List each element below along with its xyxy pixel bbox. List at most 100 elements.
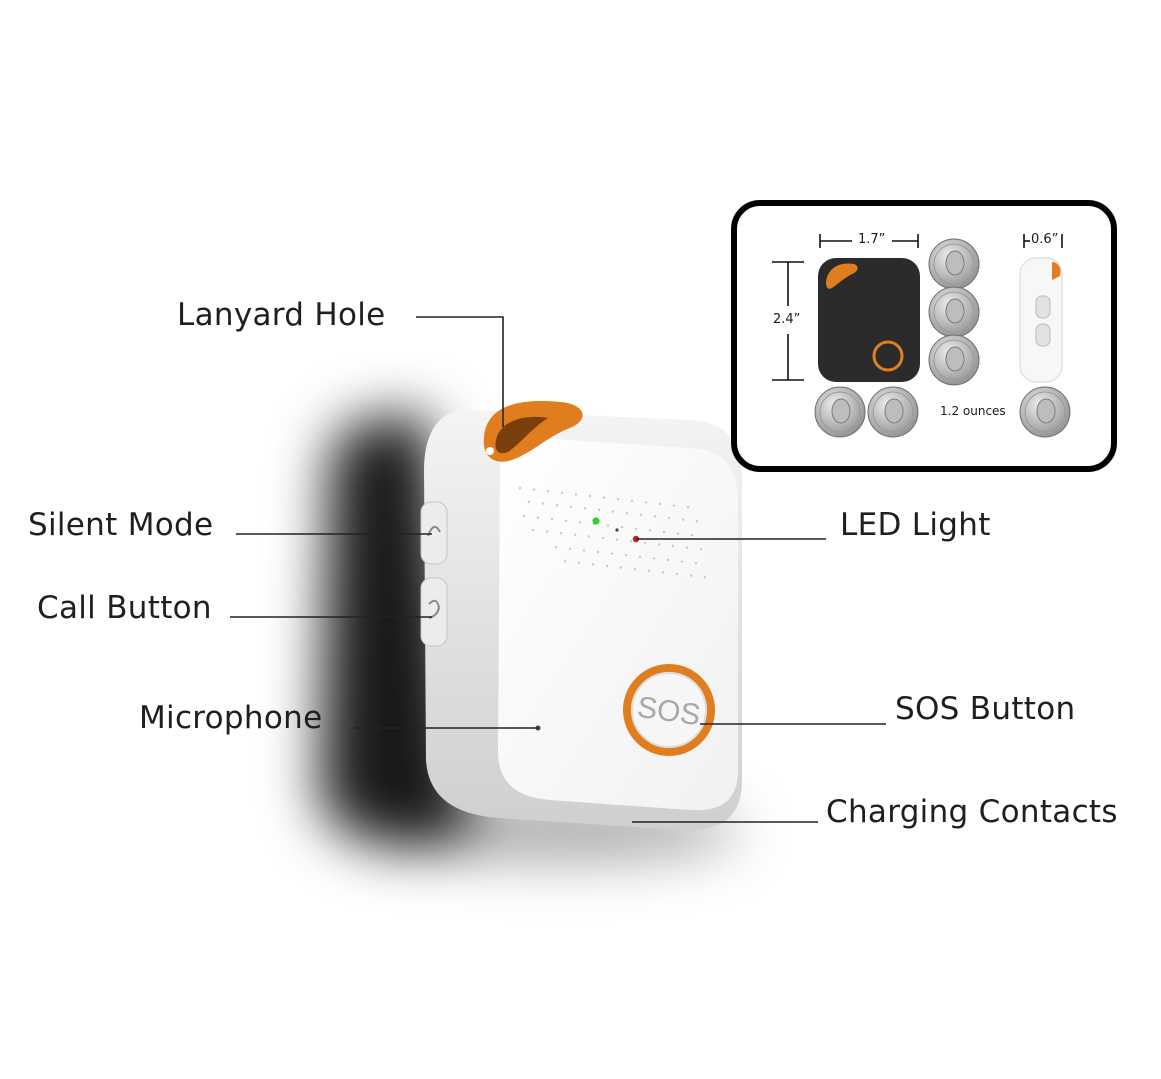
grille-dot: [690, 534, 694, 537]
grille-dot: [653, 515, 657, 518]
grille-dot: [689, 574, 693, 577]
grille-dot: [606, 524, 610, 527]
grille-dot: [541, 502, 545, 505]
grille-dot: [596, 550, 600, 554]
grille-dot: [644, 501, 648, 504]
grille-dot: [667, 516, 671, 520]
grille-dot: [658, 502, 662, 506]
grille-dot: [588, 494, 592, 498]
led-dot: [615, 528, 619, 532]
grille-dot: [681, 518, 685, 521]
grille-dot: [699, 548, 703, 551]
grille-dot: [605, 564, 609, 568]
grille-dot: [555, 504, 559, 507]
grille-dot: [629, 540, 633, 543]
lanyard-hole-label: Lanyard Hole: [177, 297, 386, 333]
lanyard-hole: [483, 400, 583, 462]
grille-dot: [583, 507, 587, 510]
call-button-label: Call Button: [37, 590, 212, 626]
grille-dot: [620, 526, 624, 529]
grille-dot: [630, 499, 634, 502]
grille-dot: [661, 571, 665, 574]
grille-dot: [569, 505, 573, 508]
grille-dot: [546, 490, 550, 493]
grille-dot: [672, 504, 676, 507]
led-light-label: LED Light: [840, 507, 991, 543]
quarter-coin: [814, 386, 866, 438]
grille-dot: [573, 533, 577, 536]
grille-dot: [625, 512, 629, 515]
grille-dot: [694, 562, 698, 565]
grille-dot: [560, 491, 564, 494]
grille-dot: [619, 566, 623, 569]
grille-dot: [518, 486, 522, 490]
inset-front-view: [818, 258, 920, 382]
grille-dot: [662, 530, 666, 534]
grille-dot: [675, 572, 679, 576]
grille-dot: [703, 576, 707, 579]
device-face: [498, 438, 738, 811]
grille-dot: [577, 561, 581, 564]
inset-depth-label: 0.6”: [1031, 232, 1059, 247]
grille-dot: [527, 500, 531, 504]
grille-dot: [695, 520, 699, 523]
grille-dot: [536, 516, 540, 519]
quarter-coin: [867, 386, 919, 438]
grille-dot: [545, 530, 549, 533]
grille-dot: [685, 546, 689, 549]
size-inset: [731, 200, 1117, 472]
leader-lines: [230, 316, 886, 823]
grille-dot: [531, 528, 535, 532]
grille-dot: [666, 558, 670, 562]
quarter-coin: [928, 238, 980, 290]
lanyard-hole-leader: [416, 316, 504, 427]
grille-dot: [563, 560, 567, 563]
grille-dot: [554, 546, 558, 549]
silent-mode-label: Silent Mode: [28, 507, 214, 543]
inset-weight-label: 1.2 ounces: [940, 404, 1006, 418]
grille-dot: [574, 493, 578, 496]
grille-dot: [522, 514, 526, 518]
charging-contacts-label: Charging Contacts: [826, 794, 1118, 830]
grille-dot: [676, 532, 680, 535]
quarter-coins: [814, 238, 1071, 438]
grille-dot: [582, 549, 586, 552]
grille-dot: [634, 527, 638, 530]
grille-dot: [643, 541, 647, 544]
grille-dot: [671, 544, 675, 548]
grille-dot: [616, 498, 620, 501]
quarter-coin: [928, 286, 980, 338]
grille-dot: [602, 496, 606, 499]
sos-button-callout-label: SOS Button: [895, 691, 1076, 727]
grille-dot: [587, 535, 591, 538]
sos-button[interactable]: SOS: [623, 664, 715, 756]
grille-dot: [532, 488, 536, 491]
inset-width-label: 1.7”: [858, 232, 886, 247]
inset-height-label: 2.4”: [773, 312, 801, 327]
grille-dot: [597, 508, 601, 512]
grille-dot: [633, 568, 637, 571]
microphone-label: Microphone: [139, 700, 323, 736]
grille-dot: [578, 521, 582, 524]
grille-dot: [564, 519, 568, 522]
grille-dot: [639, 513, 643, 516]
grille-dot: [611, 510, 615, 513]
grille-dot: [559, 532, 563, 535]
grille-dot: [657, 543, 661, 546]
sos-device: SOS: [420, 400, 742, 831]
grille-dot: [615, 538, 619, 541]
grille-dot: [550, 518, 554, 521]
grille-dot: [648, 529, 652, 532]
call-button[interactable]: [420, 577, 448, 647]
grille-dot: [680, 560, 684, 563]
silent-mode-button[interactable]: [420, 501, 448, 565]
quarter-coin: [928, 334, 980, 386]
grille-dot: [624, 554, 628, 557]
grille-dot: [652, 557, 656, 560]
grille-dot: [591, 563, 595, 566]
grille-dot: [647, 569, 651, 572]
led-green: [592, 517, 600, 525]
grille-dot: [610, 552, 614, 555]
quarter-coin: [1019, 386, 1071, 438]
